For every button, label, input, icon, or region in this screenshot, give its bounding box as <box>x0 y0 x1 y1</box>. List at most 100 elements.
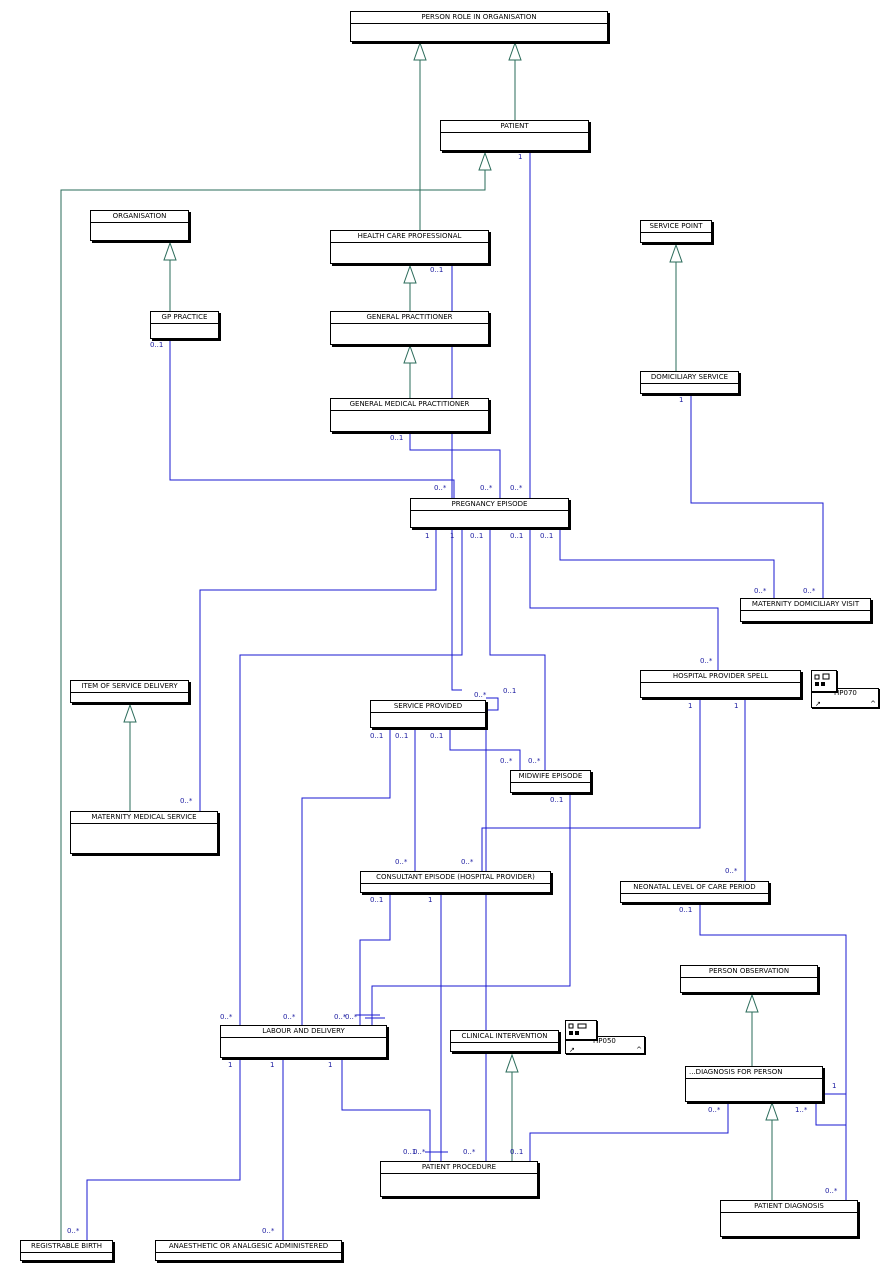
generalization-lines <box>60 60 773 1240</box>
entity-domiciliary-service[interactable]: DOMICILIARY SERVICE <box>640 371 739 394</box>
multiplicity-label: 0..1 <box>510 1148 524 1156</box>
entity-person-role-in-organisation[interactable]: PERSON ROLE IN ORGANISATION <box>350 11 608 42</box>
diagram-link-icon[interactable] <box>565 1020 597 1040</box>
entity-title: HOSPITAL PROVIDER SPELL <box>641 671 800 683</box>
multiplicity-label: 0..* <box>528 757 541 765</box>
multiplicity-label: 0..1 <box>370 896 384 904</box>
multiplicity-label: 0..1 <box>430 266 444 274</box>
entity-title: GENERAL MEDICAL PRACTITIONER <box>331 399 488 411</box>
entity-diagnosis-for-person[interactable]: ...DIAGNOSIS FOR PERSON <box>685 1066 823 1102</box>
entity-title: GP PRACTICE <box>151 312 218 324</box>
multiplicity-label: 0..1 <box>150 341 164 349</box>
entity-title: MATERNITY DOMICILIARY VISIT <box>741 599 870 611</box>
entity-general-practitioner[interactable]: GENERAL PRACTITIONER <box>330 311 489 345</box>
entity-title: PATIENT <box>441 121 588 133</box>
multiplicity-label: 0..1 <box>550 796 564 804</box>
multiplicity-label: 0..1 <box>510 532 524 540</box>
entity-general-medical-practitioner[interactable]: GENERAL MEDICAL PRACTITIONER <box>330 398 489 432</box>
entity-title: SERVICE POINT <box>641 221 711 233</box>
multiplicity-label: 0..* <box>510 484 523 492</box>
entity-gp-practice[interactable]: GP PRACTICE <box>150 311 219 339</box>
multiplicity-label: 1 <box>328 1061 333 1069</box>
entity-organisation[interactable]: ORGANISATION <box>90 210 189 241</box>
multiplicity-label: 1 <box>228 1061 233 1069</box>
entity-title: GENERAL PRACTITIONER <box>331 312 488 324</box>
entity-title: PERSON OBSERVATION <box>681 966 817 978</box>
entity-title: ANAESTHETIC OR ANALGESIC ADMINISTERED <box>156 1241 341 1253</box>
entity-patient-procedure[interactable]: PATIENT PROCEDURE <box>380 1161 538 1197</box>
multiplicity-label: 0..* <box>500 757 513 765</box>
reference-hp050[interactable]: HP050 ↗ ^ <box>565 1036 645 1054</box>
entity-service-point[interactable]: SERVICE POINT <box>640 220 712 243</box>
reference-label: HP050 <box>593 1037 616 1045</box>
caret-icon: ^ <box>636 1046 642 1054</box>
multiplicity-label: 0..* <box>803 587 816 595</box>
entity-title: PATIENT DIAGNOSIS <box>721 1201 857 1213</box>
multiplicity-label: 0..1 <box>679 906 693 914</box>
entity-maternity-domiciliary-visit[interactable]: MATERNITY DOMICILIARY VISIT <box>740 598 871 622</box>
multiplicity-label: 0..* <box>220 1013 233 1021</box>
multiplicity-label: 0..* <box>463 1148 476 1156</box>
entity-anaesthetic-or-analgesic-administered[interactable]: ANAESTHETIC OR ANALGESIC ADMINISTERED <box>155 1240 342 1261</box>
entity-clinical-intervention[interactable]: CLINICAL INTERVENTION <box>450 1030 559 1052</box>
multiplicity-label: 0..* <box>434 484 447 492</box>
multiplicity-label: 0..* <box>461 858 474 866</box>
multiplicity-label: 0..* <box>825 1187 838 1195</box>
multiplicity-label: 0..1 <box>395 732 409 740</box>
entity-title: PERSON ROLE IN ORGANISATION <box>351 12 607 24</box>
entity-patient-diagnosis[interactable]: PATIENT DIAGNOSIS <box>720 1200 858 1237</box>
entity-title: HEALTH CARE PROFESSIONAL <box>331 231 488 243</box>
link-arrow-icon: ↗ <box>815 700 821 708</box>
entity-neonatal-level-of-care-period[interactable]: NEONATAL LEVEL OF CARE PERIOD <box>620 881 769 903</box>
multiplicity-label: 0..* <box>480 484 493 492</box>
entity-title: SERVICE PROVIDED <box>371 701 485 713</box>
generalization-arrowheads <box>123 41 779 1121</box>
entity-patient[interactable]: PATIENT <box>440 120 589 151</box>
entity-title: CLINICAL INTERVENTION <box>451 1031 558 1043</box>
multiplicity-label: 0..1 <box>503 687 517 695</box>
entity-midwife-episode[interactable]: MIDWIFE EPISODE <box>510 770 591 793</box>
multiplicity-label: 0..1 <box>370 732 384 740</box>
entity-maternity-medical-service[interactable]: MATERNITY MEDICAL SERVICE <box>70 811 218 854</box>
entity-title: ORGANISATION <box>91 211 188 223</box>
entity-hospital-provider-spell[interactable]: HOSPITAL PROVIDER SPELL <box>640 670 801 698</box>
multiplicity-label: 0..1 <box>390 434 404 442</box>
multiplicity-label: 0..* <box>262 1227 275 1235</box>
entity-title: ITEM OF SERVICE DELIVERY <box>71 681 188 693</box>
multiplicity-label: 1 <box>832 1082 837 1090</box>
multiplicity-label: 0..* <box>180 797 193 805</box>
link-arrow-icon: ↗ <box>569 1046 575 1054</box>
multiplicity-label: 0..1 <box>470 532 484 540</box>
package-icon <box>814 673 830 686</box>
entity-labour-and-delivery[interactable]: LABOUR AND DELIVERY <box>220 1025 387 1058</box>
diagram-link-icon[interactable] <box>811 670 837 692</box>
entity-title: PATIENT PROCEDURE <box>381 1162 537 1174</box>
multiplicity-label: 0..* <box>413 1148 426 1156</box>
reference-label: HP070 <box>834 689 857 697</box>
multiplicity-label: 1 <box>734 702 739 710</box>
multiplicity-label: 1 <box>688 702 693 710</box>
entity-title: REGISTRABLE BIRTH <box>21 1241 112 1253</box>
reference-hp070[interactable]: HP070 ↗ ^ <box>811 688 879 708</box>
multiplicity-label: 0..* <box>67 1227 80 1235</box>
multiplicity-label: 0..* <box>708 1106 721 1114</box>
entity-title: MIDWIFE EPISODE <box>511 771 590 783</box>
entity-service-provided[interactable]: SERVICE PROVIDED <box>370 700 486 728</box>
multiplicity-label: 1..* <box>795 1106 808 1114</box>
multiplicity-label: 0..* <box>700 657 713 665</box>
multiplicity-label: 0..* <box>474 691 487 699</box>
multiplicity-label: 0..* <box>334 1013 347 1021</box>
multiplicity-label: 0..* <box>725 867 738 875</box>
entity-pregnancy-episode[interactable]: PREGNANCY EPISODE <box>410 498 569 528</box>
entity-item-of-service-delivery[interactable]: ITEM OF SERVICE DELIVERY <box>70 680 189 703</box>
entity-person-observation[interactable]: PERSON OBSERVATION <box>680 965 818 993</box>
multiplicity-label: 1 <box>450 532 455 540</box>
entity-title: PREGNANCY EPISODE <box>411 499 568 511</box>
multiplicity-label: 1 <box>518 153 523 161</box>
association-lines <box>86 151 847 1240</box>
caret-icon: ^ <box>870 700 876 708</box>
entity-consultant-episode[interactable]: CONSULTANT EPISODE (HOSPITAL PROVIDER) <box>360 871 551 893</box>
entity-registrable-birth[interactable]: REGISTRABLE BIRTH <box>20 1240 113 1261</box>
entity-health-care-professional[interactable]: HEALTH CARE PROFESSIONAL <box>330 230 489 264</box>
